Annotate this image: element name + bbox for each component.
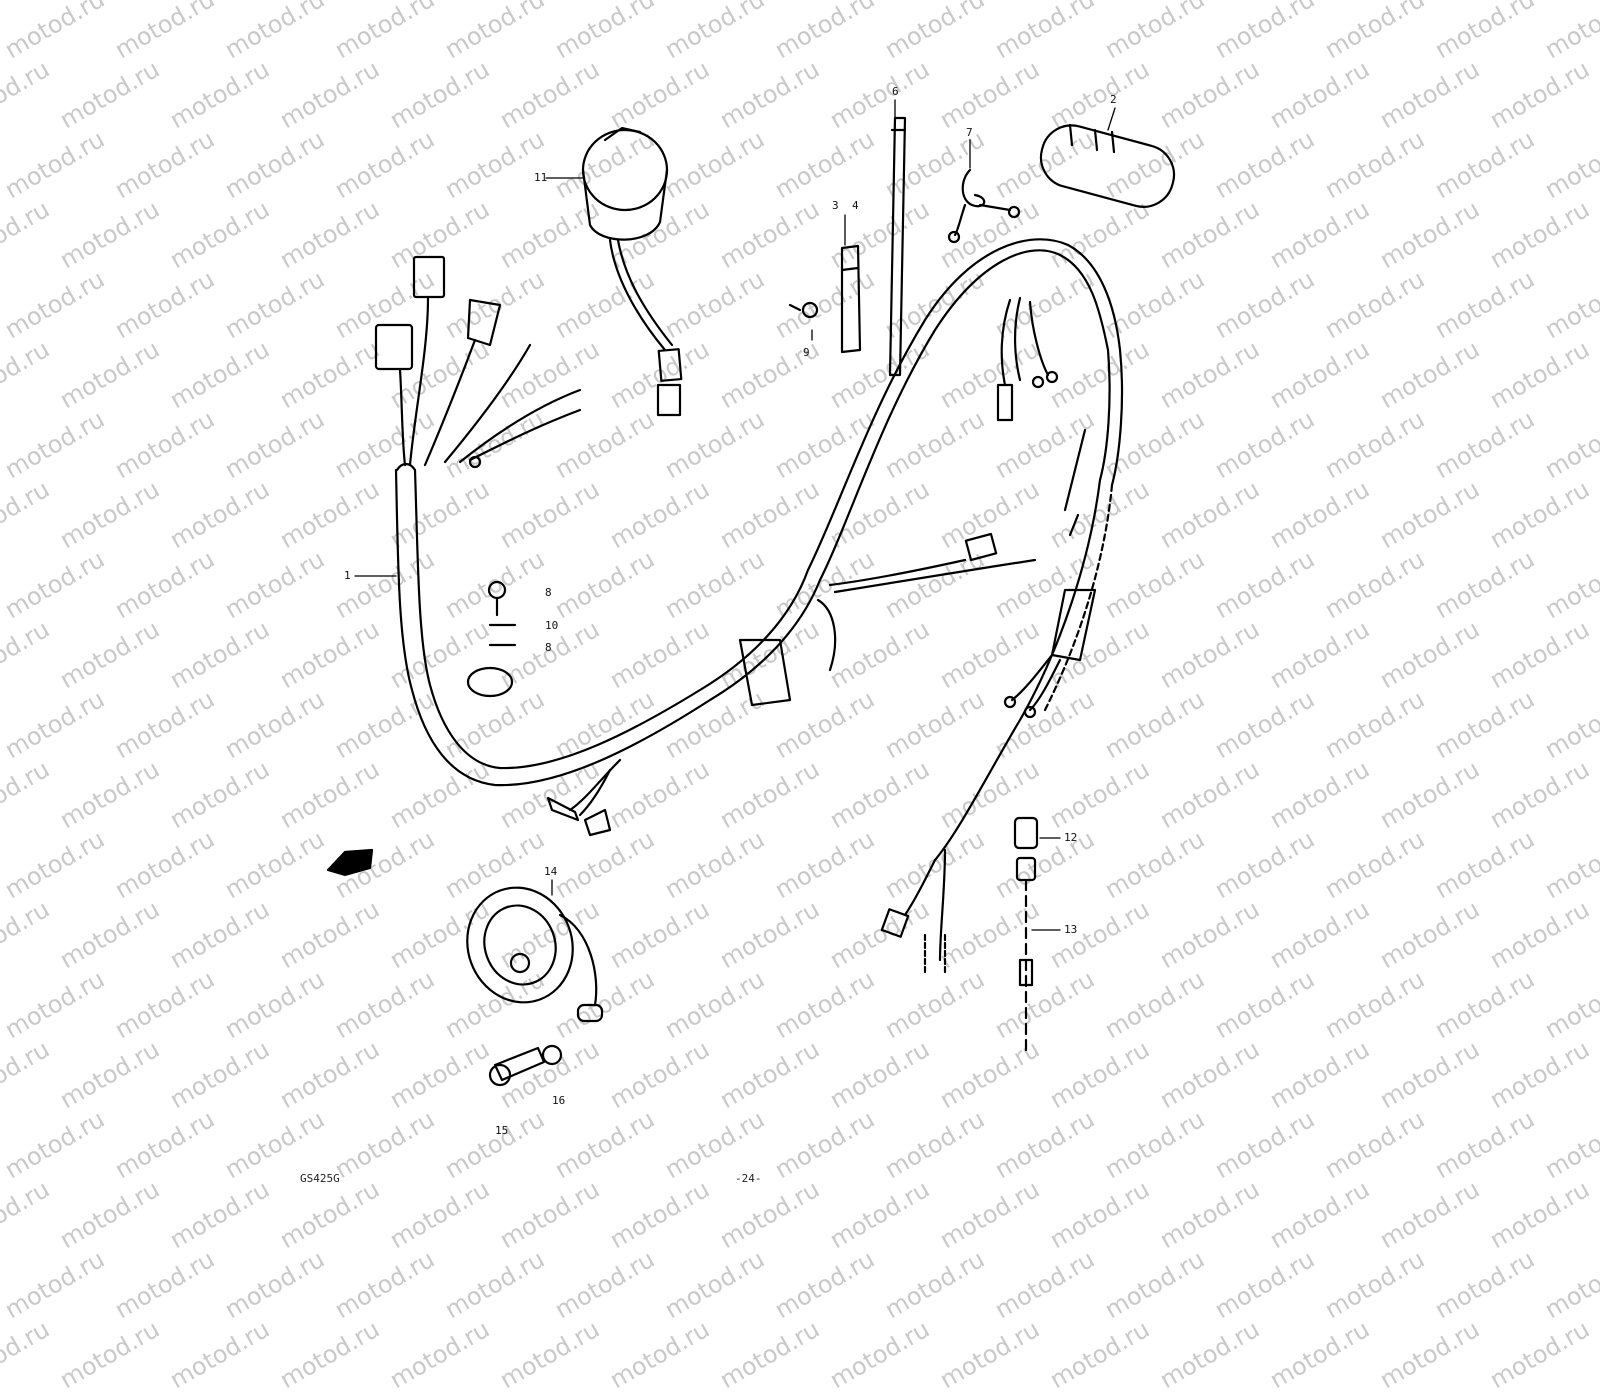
callout-1: 1 [344,569,351,582]
wiring-harness-drawing [326,99,1176,1087]
watermark-text: motod.ru [1155,1314,1265,1394]
watermark-text: motod.ru [55,1314,165,1394]
fastener-group [466,580,517,698]
washer [541,1044,563,1066]
watermark-text: motod.ru [110,1244,220,1325]
ignition-switch [581,126,683,417]
watermark-text: motod.ru [1375,1314,1485,1394]
watermark-text: motod.ru [1540,1244,1600,1325]
wiring-harness [374,238,1124,977]
watermark-text: motod.ru [1320,1244,1430,1325]
horn [466,886,604,1023]
watermark-text: motod.ru [440,1244,550,1325]
watermark-text: motod.ru [550,1244,660,1325]
watermark-text: motod.ru [660,1244,770,1325]
callout-16: 16 [552,1094,566,1107]
callout-8b: 8 [545,641,552,654]
watermark-text: motod.ru [1595,1314,1600,1394]
watermark-text: motod.ru [990,1244,1100,1325]
watermark-text: motod.ru [1045,1314,1155,1394]
leader-lines [354,99,1116,931]
watermark-text: motod.ru [220,1244,330,1325]
watermark-text: motod.ru [1430,1244,1540,1325]
watermark-text: motod.ru [0,1244,110,1325]
callout-13: 13 [1064,923,1078,936]
watermark-text: motod.ru [935,1314,1045,1394]
watermark-text: motod.ru [385,1314,495,1394]
watermark-text: motod.ru [715,1314,825,1394]
callout-2: 2 [1110,93,1117,106]
watermark-text: motod.ru [770,1244,880,1325]
callout-10: 10 [545,619,559,632]
front-arrow-icon [326,848,374,877]
watermark-text: motod.ru [1265,1314,1375,1394]
wire-clip [947,168,1021,244]
watermark-text: motod.ru [1100,1244,1210,1325]
callout-12: 12 [1064,831,1078,844]
watermark-text: motod.ru [0,1314,55,1394]
watermark-text: motod.ru [825,1314,935,1394]
watermark-text: motod.ru [605,1314,715,1394]
watermark-text: motod.ru [275,1314,385,1394]
watermark-text: motod.ru [1485,1314,1595,1394]
screw [788,301,819,319]
page-number: -24- [735,1172,762,1185]
diagram-code: GS425G [300,1172,340,1185]
harness-clamp [840,244,862,354]
harness-band [888,116,907,377]
callout-6: 6 [892,85,899,98]
callout-4: 4 [852,199,859,212]
watermark-text: motod.ru [880,1244,990,1325]
callout-9: 9 [803,346,810,359]
callout-15: 15 [495,1124,509,1137]
bolt [488,1046,546,1087]
ignition-coil [1039,123,1176,208]
watermark-text: motod.ru [1210,1244,1320,1325]
callout-14: 14 [544,865,558,878]
watermark-text: motod.ru [330,1244,440,1325]
watermark-text: motod.ru [495,1314,605,1394]
watermark-text: motod.ru [165,1314,275,1394]
callout-7: 7 [966,126,973,139]
stop-switch [1013,816,1039,1052]
callout-8a: 8 [545,586,552,599]
callout-3: 3 [832,199,839,212]
callout-11: 11 [534,171,548,184]
